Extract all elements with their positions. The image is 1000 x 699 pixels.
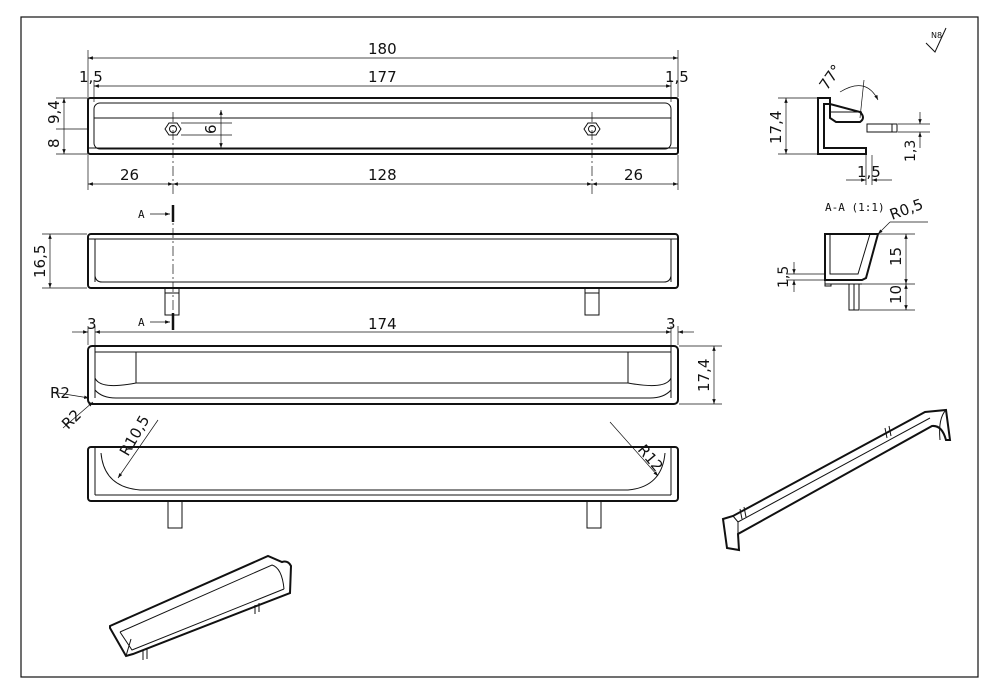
surface-finish-symbol: N8 [925,27,947,53]
dim-offset-left: 26 [120,166,139,184]
section-height-lower: 10 [887,285,905,304]
dim-side-pin: 1,3 [903,140,919,162]
dim-offset-right: 26 [624,166,643,184]
section-thickness: 1,5 [776,266,792,288]
radius-outer: R2 [50,384,70,402]
dim-inner-length-2: 174 [368,315,397,333]
dim-end-right: 3 [666,315,676,333]
dim-height-lower: 8 [45,138,63,148]
radius-left: R10,5 [116,412,154,459]
section-label-bottom: A [138,316,145,329]
top-view: 180 177 1,5 1,5 9,4 8 6 26 128 26 [45,40,689,195]
side-pin [866,123,898,133]
section-radius: R0,5 [887,195,925,224]
dim-wall-right: 1,5 [665,68,689,86]
dim-depth: 17,4 [695,359,713,392]
front-view: A A 16,5 [31,205,679,330]
rear-pin-left [167,500,183,529]
section-height-upper: 15 [887,247,905,266]
top-view-2: 3 174 3 17,4 R2 R2 [50,315,722,433]
dim-side-height: 17,4 [767,111,785,144]
drawing-border [20,16,979,678]
dim-overall-length: 180 [368,40,397,58]
pin-left [164,287,180,316]
dim-height-upper: 9,4 [45,100,63,124]
dim-side-wall: 1,5 [857,163,881,181]
section-label-top: A [138,208,145,221]
radius-inner: R2 [58,406,85,433]
section-title: A-A (1:1) [825,201,885,214]
dim-angle: 77° [816,61,846,93]
dim-hole-spacing: 128 [368,166,397,184]
dim-wall-left: 1,5 [79,68,103,86]
side-view: 17,4 77° 1,5 1,3 [767,61,930,185]
dim-front-height: 16,5 [31,245,49,278]
dim-end-left: 3 [87,315,97,333]
dim-inner-length: 177 [368,68,397,86]
isometric-view-left [109,554,293,660]
isometric-view-right [721,408,952,552]
section-view: A-A (1:1) R0,5 15 10 1,5 [776,195,928,311]
dim-hole: 6 [202,124,220,134]
rear-view: R10,5 R12 [87,412,679,529]
surface-finish-label: N8 [931,31,942,40]
rear-pin-right [586,500,602,529]
pin-right [584,287,600,316]
